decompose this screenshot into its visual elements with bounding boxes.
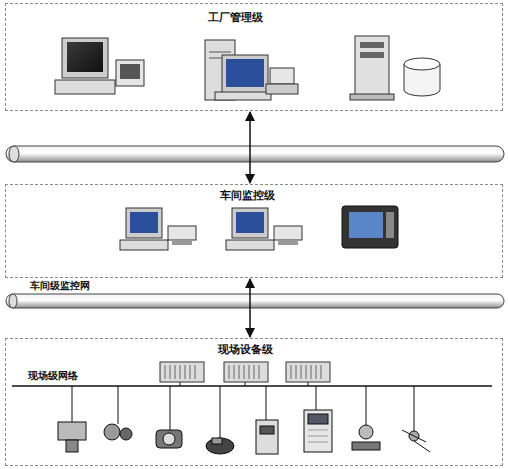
level-region: 车间监控级 bbox=[5, 184, 503, 278]
level-heading: 工厂管理级 bbox=[206, 10, 265, 25]
database-server-icon bbox=[350, 36, 440, 100]
workstation-icon bbox=[55, 38, 144, 94]
monitor-pc-icon bbox=[120, 208, 196, 250]
plc-rack-icon bbox=[160, 362, 330, 382]
monitor-pc-icon bbox=[226, 208, 302, 250]
field-device-icons bbox=[58, 386, 430, 454]
operator-panel-icon bbox=[342, 206, 398, 248]
network-pipe bbox=[6, 294, 504, 308]
level-heading: 车间监控级 bbox=[218, 188, 277, 203]
level-region: 工厂管理级 bbox=[5, 3, 503, 111]
fieldbus-line bbox=[12, 382, 492, 386]
double-arrow bbox=[249, 112, 251, 183]
network-label: 现场级网络 bbox=[26, 370, 80, 382]
level-heading: 现场设备级 bbox=[216, 342, 275, 357]
server-icon bbox=[205, 40, 298, 100]
network-label: 车间级监控网 bbox=[28, 280, 92, 292]
level-region: 现场设备级 bbox=[5, 338, 503, 466]
network-pipe bbox=[6, 146, 504, 162]
double-arrow bbox=[249, 279, 251, 337]
